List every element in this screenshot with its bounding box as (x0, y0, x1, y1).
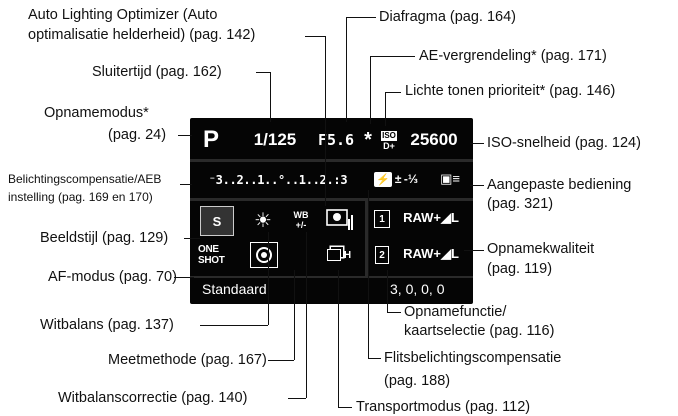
leader-line (288, 398, 306, 400)
callout-custom-controls-line2: (pag. 321) (487, 196, 554, 212)
leader-line (464, 250, 484, 252)
custom-controls-icon[interactable]: ▣≡ (440, 171, 460, 186)
drive-mode-icon[interactable]: H (321, 241, 357, 269)
leader-line (338, 270, 340, 407)
card-1-label: 1 (379, 213, 385, 225)
leader-line (368, 358, 381, 360)
callout-flash-comp-line2: (pag. 188) (384, 373, 451, 389)
wb-correction-icon[interactable]: WB +/- (288, 206, 314, 234)
shutter-speed[interactable]: 1/125 (253, 130, 297, 149)
ae-lock-indicator: * (364, 128, 372, 151)
picture-style-name: Standaard (202, 281, 267, 297)
leader-line (268, 360, 294, 362)
leader-line (370, 56, 372, 124)
wb-shift-label: WB (293, 210, 309, 220)
flash-comp-icon: ⚡ (374, 171, 392, 187)
image-quality-1[interactable]: RAW+◢L (403, 210, 459, 225)
leader-line (346, 17, 348, 122)
callout-highlight-tone: Lichte tonen prioriteit* (pag. 146) (405, 83, 616, 99)
callout-white-balance: Witbalans (pag. 137) (40, 317, 174, 333)
image-quality-2[interactable]: RAW+◢L (403, 246, 459, 261)
callout-ae-lock: AE-vergrendeling* (pag. 171) (419, 48, 607, 64)
callout-shutter-speed: Sluitertijd (pag. 162) (92, 64, 222, 80)
callout-flash-comp-line1: Flitsbelichtingscompensatie (384, 350, 562, 366)
picture-style-params: 3, 0, 0, 0 (390, 281, 445, 297)
callout-metering: Meetmethode (pag. 167) (108, 352, 267, 368)
callout-af-mode: AF-modus (pag. 70) (48, 269, 177, 285)
leader-line (180, 184, 192, 186)
iso-label: ISO (381, 131, 397, 141)
flash-comp-value: ± -⅓ (394, 172, 418, 186)
leader-line (294, 270, 296, 360)
leader-line (385, 92, 401, 94)
exposure-compensation-scale[interactable]: ⁻3..2..1..°..1..2.:3 (208, 172, 348, 187)
callout-image-quality-line2: (pag. 119) (487, 261, 553, 277)
aperture-value[interactable]: F5.6 (317, 131, 355, 149)
leader-line (385, 92, 387, 126)
callout-iso: ISO-snelheid (pag. 124) (487, 135, 641, 151)
column-divider (365, 198, 368, 276)
highlight-tone-priority-icon: ISO D+ (378, 128, 400, 154)
callout-exposure-line1: Belichtingscompensatie/AEB (8, 172, 162, 186)
metering-circle (256, 247, 272, 263)
alo-glyph (326, 209, 353, 230)
quick-control-screen: P 1/125 F5.6 * ISO D+ 25600 ⁻3..2..1..°.… (190, 118, 473, 304)
callout-image-quality-line1: Opnamekwaliteit (487, 241, 595, 257)
picture-style-icon[interactable]: S (200, 206, 234, 236)
flash-exposure-compensation[interactable]: ⚡ ± -⅓ (370, 165, 422, 193)
leader-line (270, 72, 272, 122)
leader-line (470, 143, 484, 145)
leader-line (305, 36, 325, 38)
leader-line (346, 17, 376, 19)
leader-line (306, 232, 308, 398)
callout-picture-style: Beeldstijl (pag. 129) (40, 230, 169, 246)
leader-line (338, 407, 352, 409)
callout-shooting-mode-line2: (pag. 24) (108, 127, 167, 143)
leader-line (387, 270, 389, 312)
row-divider (190, 276, 473, 278)
callout-custom-controls-line1: Aangepaste bediening (487, 177, 632, 193)
callout-exposure-line2: instelling (pag. 169 en 170) (8, 190, 153, 204)
wb-shift-sign: +/- (295, 220, 307, 230)
callout-wb-correction: Witbalanscorrectie (pag. 140) (58, 390, 248, 406)
leader-line (200, 325, 268, 327)
iso-speed[interactable]: 25600 (410, 130, 458, 149)
drive-mode-suffix: H (343, 249, 352, 261)
leader-line (174, 277, 194, 279)
leader-line (370, 56, 415, 58)
leader-line (387, 312, 401, 314)
card-2-indicator[interactable]: 2 (375, 246, 389, 264)
leader-line (368, 190, 370, 358)
af-mode[interactable]: ONE SHOT (198, 244, 225, 266)
card-2-label: 2 (379, 249, 385, 261)
leader-line (184, 238, 200, 240)
callout-auto-lighting-line1: Auto Lighting Optimizer (Auto (28, 7, 218, 23)
callout-auto-lighting-line2: optimalisatie helderheid) (pag. 142) (28, 27, 256, 43)
leader-line (470, 185, 484, 187)
card-1-indicator[interactable]: 1 (374, 210, 390, 228)
callout-card-line1: Opnamefunctie/ (404, 304, 507, 320)
callout-aperture: Diafragma (pag. 164) (379, 9, 517, 25)
leader-line (268, 232, 270, 325)
leader-line (178, 135, 192, 137)
picture-style-label: S (212, 213, 222, 229)
row-divider (190, 198, 473, 201)
callout-drive-mode: Transportmodus (pag. 112) (356, 399, 531, 415)
metering-mode-icon[interactable] (250, 242, 278, 268)
leader-line (325, 36, 327, 206)
auto-lighting-optimizer-icon[interactable] (323, 206, 357, 234)
sun-icon[interactable]: ☀ (254, 209, 272, 232)
callout-shooting-mode-line1: Opnamemodus* (44, 105, 149, 121)
row-divider (190, 159, 473, 162)
shooting-mode[interactable]: P (202, 126, 219, 153)
callout-card-line2: kaartselectie (pag. 116) (404, 323, 555, 339)
highlight-tone-label: D+ (383, 141, 395, 151)
leader-line (256, 72, 270, 74)
